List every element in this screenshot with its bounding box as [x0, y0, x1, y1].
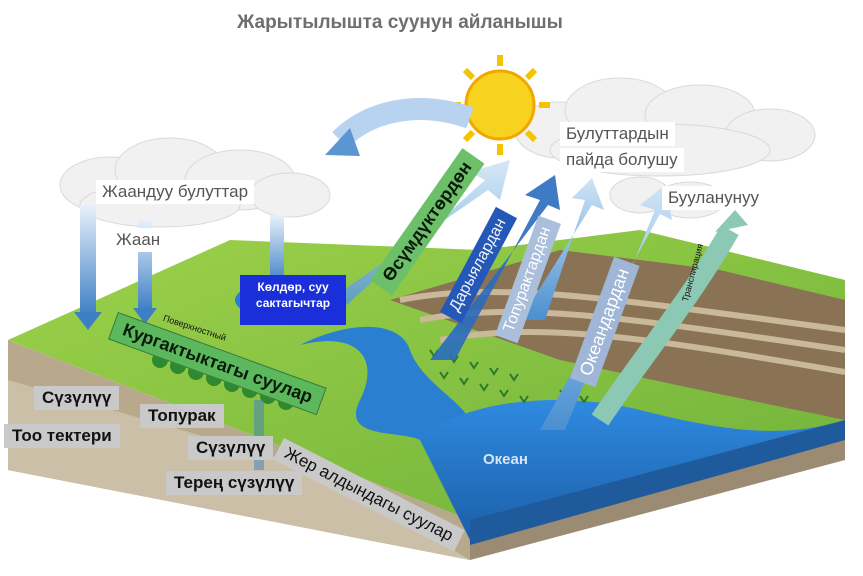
label-rain-clouds: Жаандуу булуттар — [96, 180, 255, 204]
evap-arrow-rivers — [430, 175, 560, 360]
transport-arrow — [332, 98, 474, 149]
sun-icon — [450, 55, 550, 155]
ocean-front — [470, 420, 845, 545]
label-ocean: Океан — [483, 451, 528, 468]
label-evaporation: Бууланунуу — [662, 186, 766, 210]
rain-arrow-1 — [80, 205, 96, 315]
label-mountain-rocks: Тоо тектери — [4, 424, 120, 448]
evap-arrow-ocean — [540, 185, 672, 430]
label-cloud-formation-1: Булуттардын — [560, 122, 675, 146]
transport-arrow-head — [325, 128, 360, 156]
transpiration-arrow — [591, 225, 739, 426]
label-infiltration-2: Сүзүлүү — [188, 436, 274, 460]
diagram-title: Жарытылышта суунун айланышы — [237, 12, 563, 33]
rock-layer — [8, 380, 470, 560]
rain-arrow-3 — [270, 215, 284, 285]
label-infiltration-1: Сүзүлүү — [34, 386, 120, 410]
evap-arrow-plants — [300, 160, 510, 320]
label-soil: Топурак — [140, 404, 224, 428]
evap-arrow-soil — [520, 178, 604, 320]
label-cloud-formation-2: пайда болушу — [560, 148, 684, 172]
infiltration-arrow — [254, 400, 264, 470]
label-deep-infiltration: Терең сүзүлүү — [166, 471, 303, 495]
label-lakes: Көлдөр, суу сактагычтар — [240, 275, 346, 325]
label-rain: Жаан — [110, 228, 167, 252]
